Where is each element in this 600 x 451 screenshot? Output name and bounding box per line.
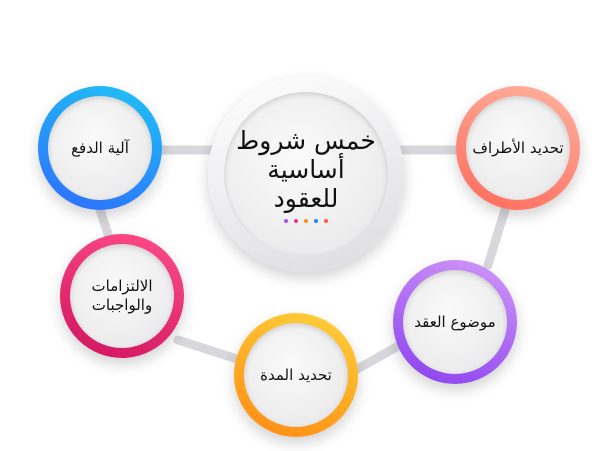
dot xyxy=(284,218,288,223)
connector xyxy=(173,335,245,365)
connector xyxy=(347,340,405,377)
node-parties: تحديد الأطراف xyxy=(456,86,580,210)
node-label: تحديد الأطراف xyxy=(472,138,564,157)
node-label: موضوع العقد xyxy=(414,312,496,331)
node-label: الالتزامات والواجبات xyxy=(91,277,153,314)
dot xyxy=(294,218,298,223)
node-label: آلية الدفع xyxy=(71,138,129,157)
center-circle: خمس شروط أساسية للعقود xyxy=(208,76,404,272)
node-payment: آلية الدفع xyxy=(38,86,162,210)
node-duration: تحديد المدة xyxy=(234,313,358,437)
dot xyxy=(324,218,328,223)
color-dots xyxy=(236,218,376,223)
node-subject: موضوع العقد xyxy=(393,260,517,384)
center-title: خمس شروط أساسية للعقود xyxy=(236,125,376,213)
dot xyxy=(304,218,308,223)
node-label: تحديد المدة xyxy=(260,365,332,384)
node-obligations: الالتزامات والواجبات xyxy=(60,234,184,358)
connector xyxy=(483,205,510,270)
dot xyxy=(314,218,318,223)
